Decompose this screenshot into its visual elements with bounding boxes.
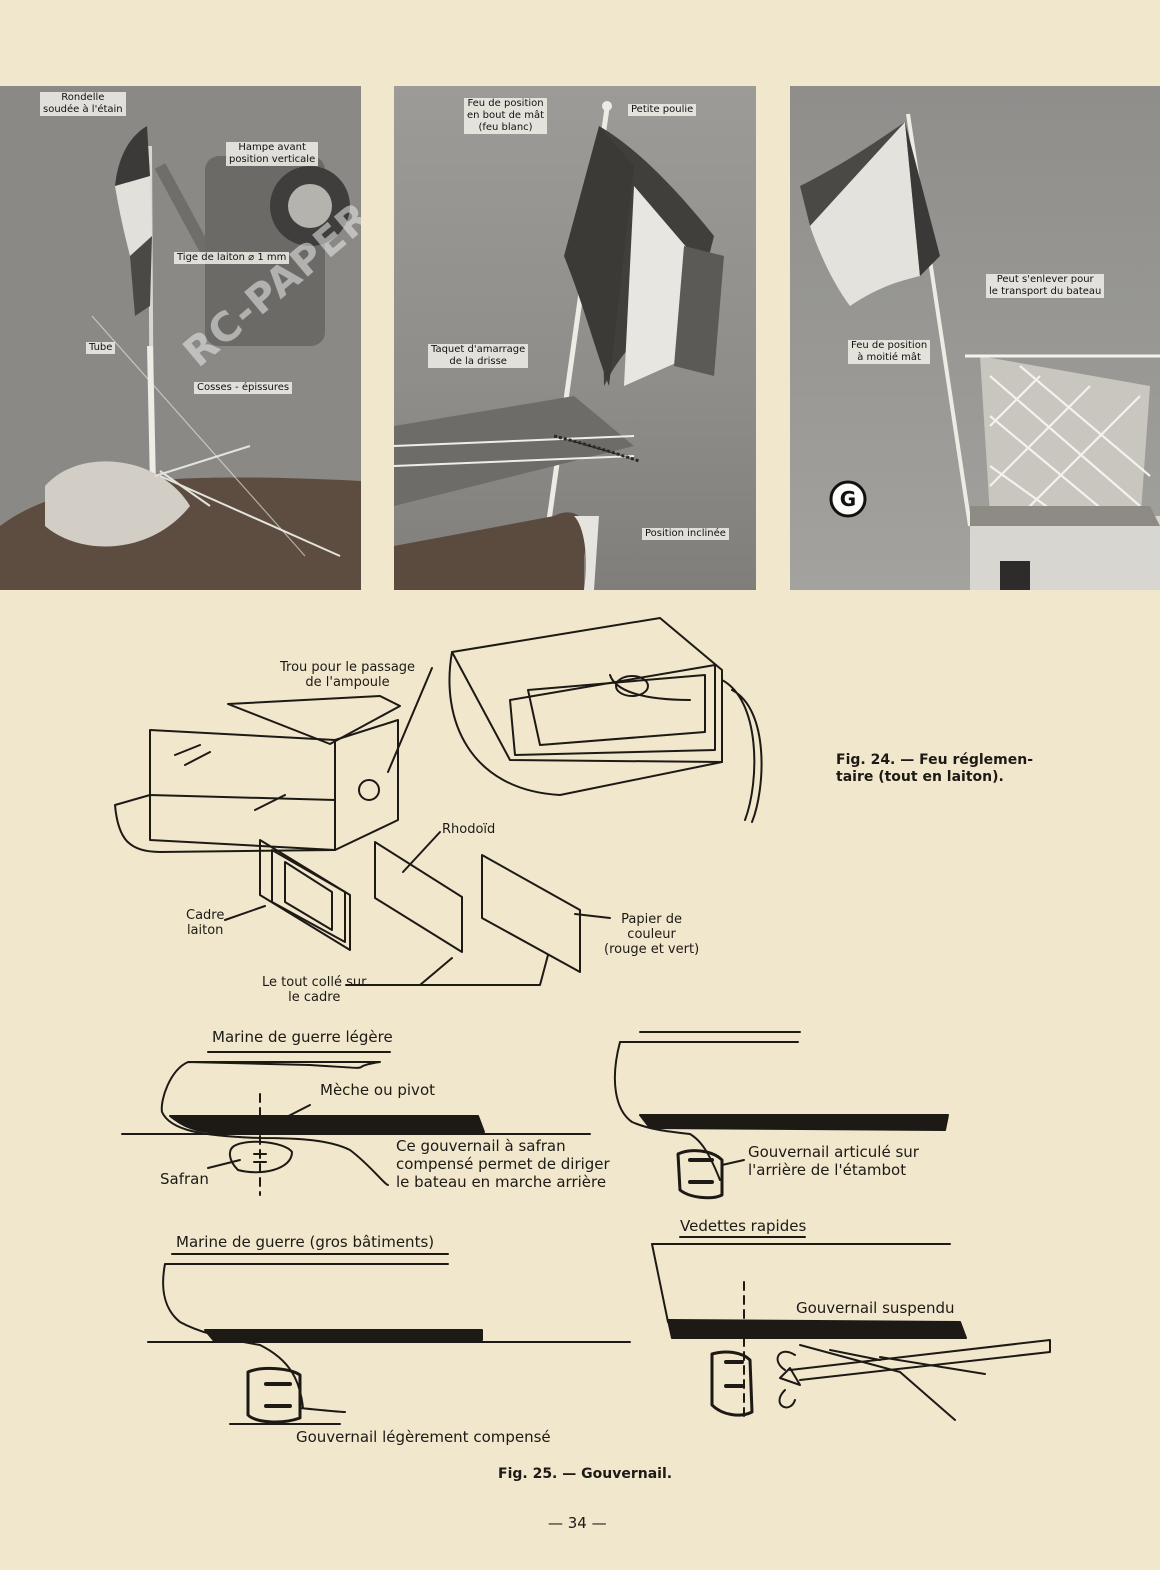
fig25-cargots-drawing xyxy=(613,1031,949,1200)
label-rhodoid: Rhodoïd xyxy=(442,822,496,837)
fig24-drawing xyxy=(114,617,763,986)
label-tige: Tige de laiton ⌀ 1 mm xyxy=(174,252,290,264)
label-tube: Tube xyxy=(86,342,116,354)
label-articule: Gouvernail articulé sur l'arrière de l'é… xyxy=(748,1143,919,1179)
fig25-marine-gros-drawing xyxy=(147,1253,631,1425)
fig25-vedettes-drawing xyxy=(651,1236,1051,1421)
fig24-caption: Fig. 24. — Feu réglemen- taire (tout en … xyxy=(836,752,1034,785)
label-colle: Le tout collé sur le cadre xyxy=(262,975,367,1005)
label-suspendu: Gouvernail suspendu xyxy=(796,1299,955,1317)
label-safran-text: Ce gouvernail à safran compensé permet d… xyxy=(396,1137,610,1191)
fig25-marine-legere-drawing xyxy=(121,1051,591,1196)
technical-drawings xyxy=(114,617,1051,1425)
label-rondelle: Rondelle soudée à l'étain xyxy=(40,92,126,116)
photo-stern-flagstaff: Peut s'enlever pour le transport du bate… xyxy=(790,86,1160,590)
photo-bow-flagstaff-vertical: Rondelle soudée à l'étain Hampe avant po… xyxy=(0,86,361,590)
label-feu-position: Feu de position en bout de mât (feu blan… xyxy=(464,98,548,134)
page-number: — 34 — xyxy=(548,1514,607,1532)
label-petite-poulie: Petite poulie xyxy=(628,104,697,116)
photo-2-illustration xyxy=(394,101,724,590)
label-taquet: Taquet d'amarrage de la drisse xyxy=(428,344,529,368)
photo-1-illustration xyxy=(0,86,361,590)
badge-g: G xyxy=(839,487,857,511)
label-cadre: Cadre laiton xyxy=(186,908,225,938)
label-marine-gros: Marine de guerre (gros bâtiments) xyxy=(176,1233,435,1251)
label-position-inclinee: Position inclinée xyxy=(642,528,729,540)
label-feu-moitie: Feu de position à moitié mât xyxy=(848,340,931,364)
label-vedettes: Vedettes rapides xyxy=(680,1217,807,1235)
label-cosses: Cosses - épissures xyxy=(194,382,293,394)
label-hampe: Hampe avant position verticale xyxy=(226,142,319,166)
label-trou: Trou pour le passage de l'ampoule xyxy=(280,660,416,690)
label-leger-compense: Gouvernail légèrement compensé xyxy=(296,1428,551,1446)
fig25-caption: Fig. 25. — Gouvernail. xyxy=(498,1466,673,1482)
label-meche: Mèche ou pivot xyxy=(320,1081,435,1099)
label-papier: Papier de couleur (rouge et vert) xyxy=(604,912,700,957)
label-peut-enlever: Peut s'enlever pour le transport du bate… xyxy=(986,274,1105,298)
photo-bow-flagstaff-inclined: Feu de position en bout de mât (feu blan… xyxy=(394,86,756,590)
label-marine-legere: Marine de guerre légère xyxy=(212,1028,393,1046)
label-safran: Safran xyxy=(160,1170,209,1188)
photo-3-illustration xyxy=(800,113,1160,590)
